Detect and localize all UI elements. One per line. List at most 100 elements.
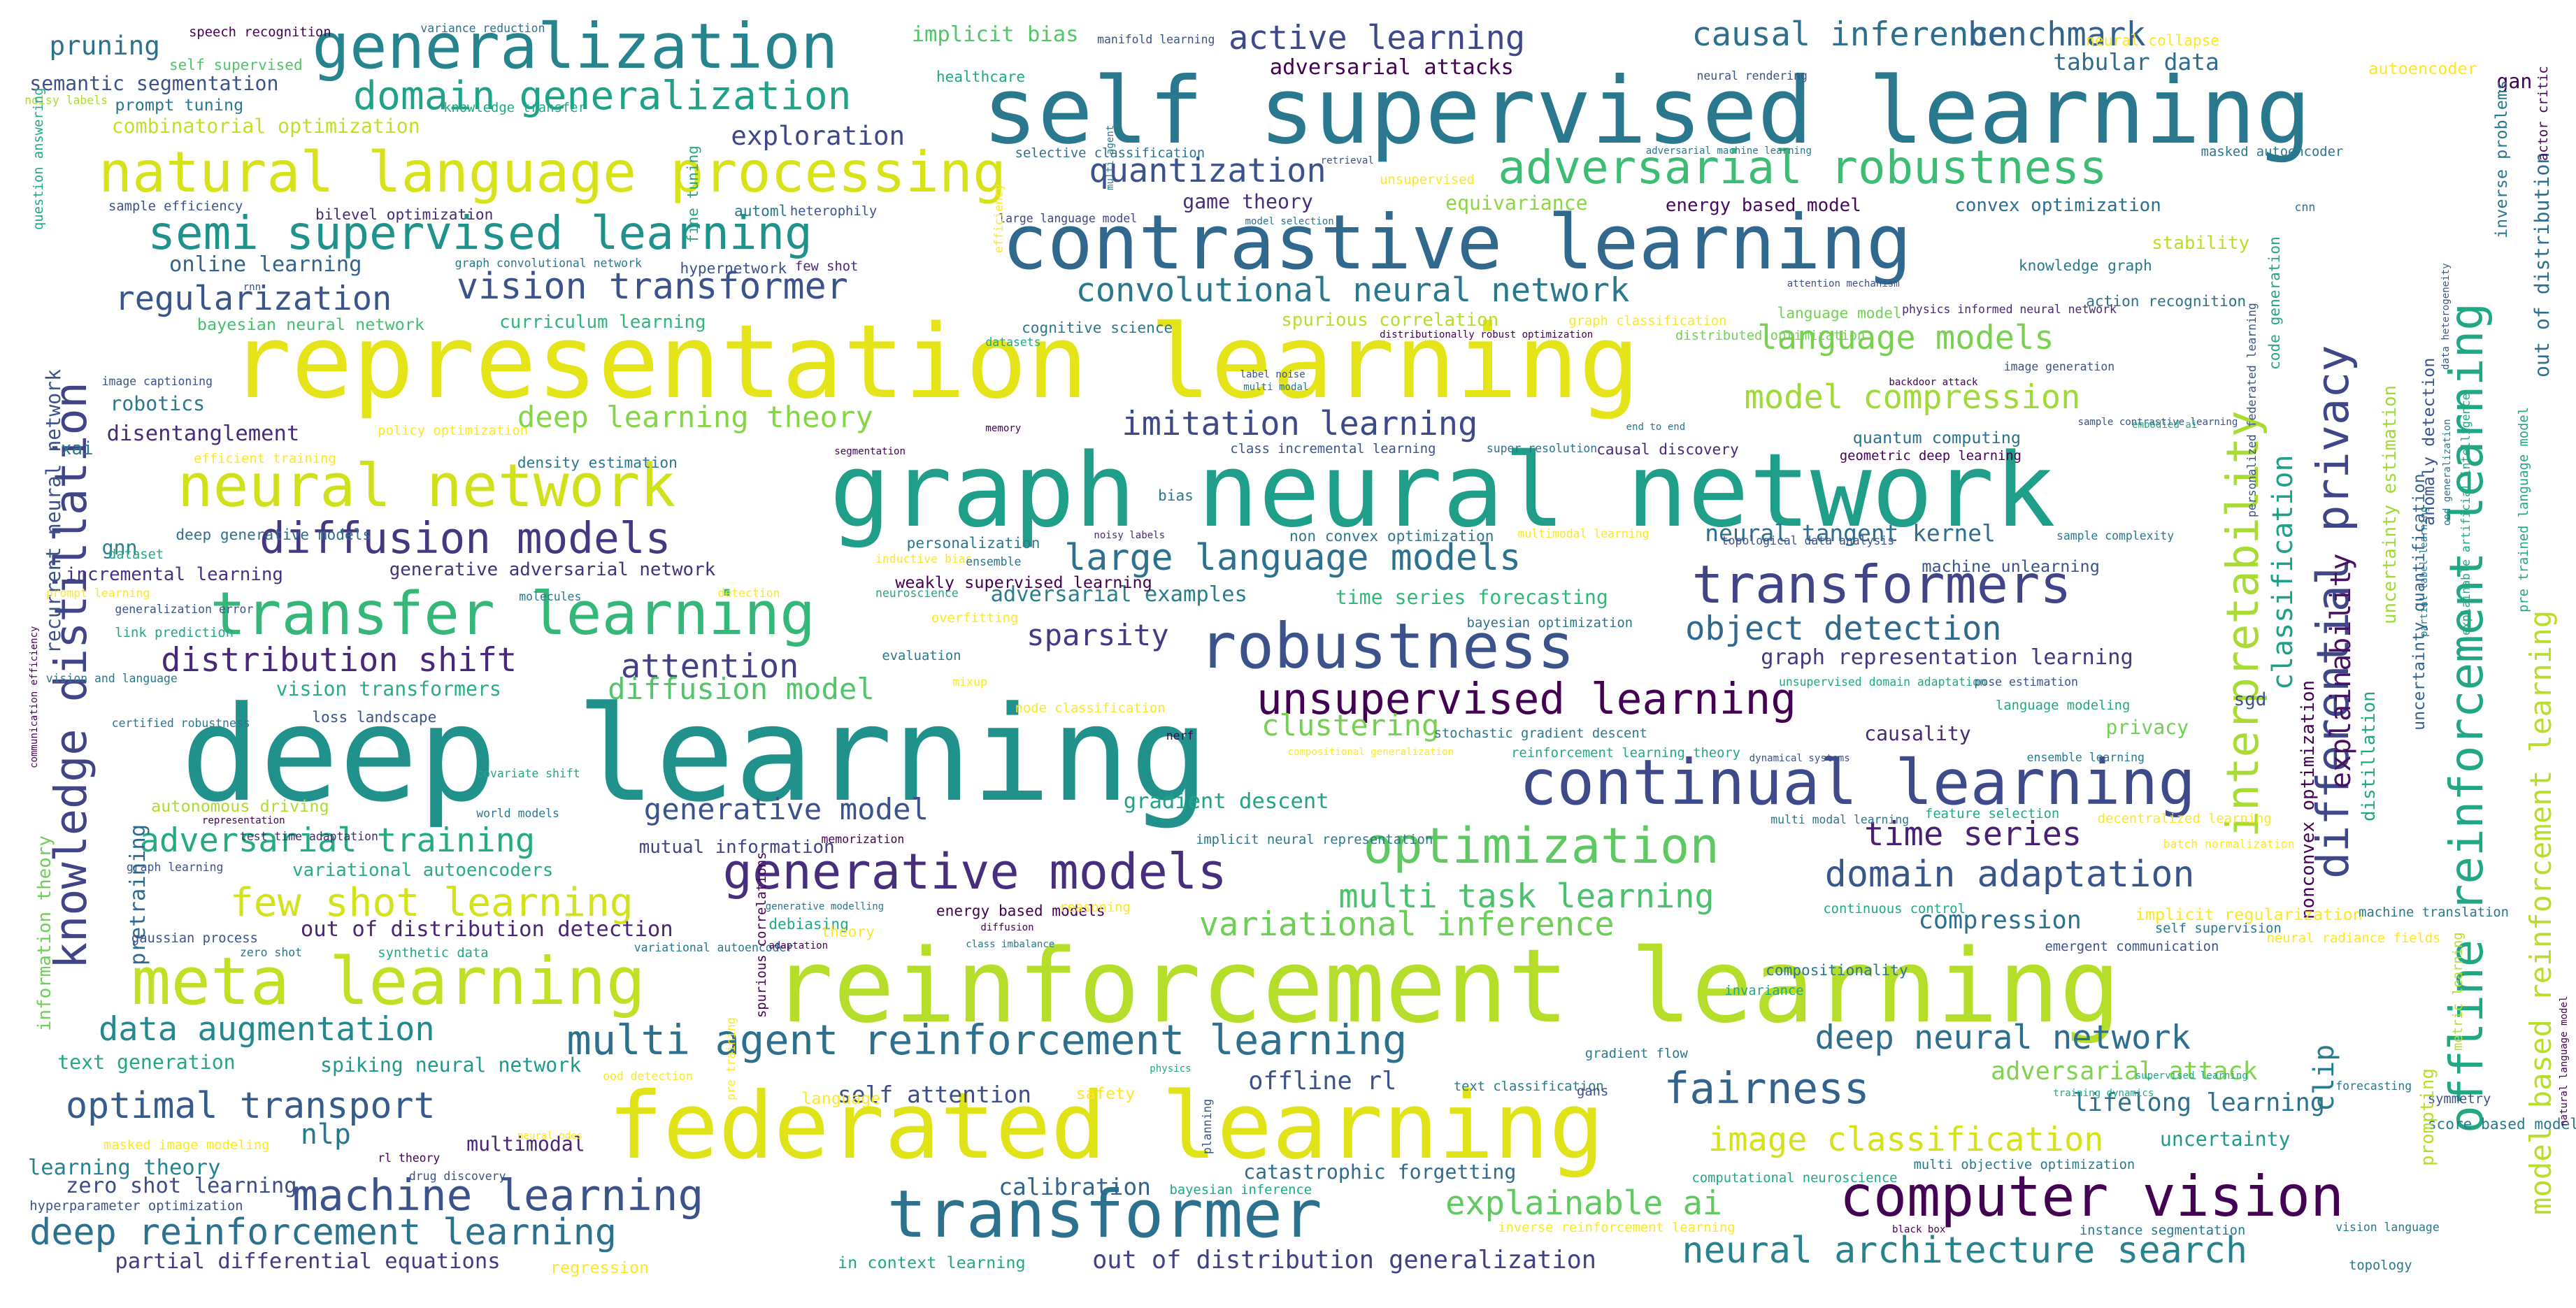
word-variational-autoencoder: variational autoencoder — [634, 941, 794, 955]
word-label-noise: label noise — [1240, 368, 1305, 380]
word-mixup: mixup — [952, 675, 987, 689]
word-disentanglement: disentanglement — [106, 422, 300, 447]
word-masked-image-modeling: masked image modeling — [103, 1138, 270, 1154]
word-image-captioning: image captioning — [101, 374, 213, 388]
word-text-classification: text classification — [1453, 1079, 1604, 1094]
word-gradient-flow: gradient flow — [1584, 1046, 1688, 1061]
word-sgd: sgd — [2233, 689, 2267, 710]
word-deep-neural-network: deep neural network — [1815, 1019, 2191, 1058]
word-overfitting: overfitting — [931, 611, 1019, 626]
word-score-based-models: score based models — [2427, 1115, 2576, 1133]
word-weakly-supervised-learning: weakly supervised learning — [895, 573, 1152, 593]
word-tabular-data: tabular data — [2053, 48, 2219, 76]
word-neural-rendering: neural rendering — [1696, 69, 1808, 82]
word-natural-language-processing: natural language processing — [98, 139, 1007, 205]
word-efficiency: efficiency — [992, 183, 1006, 253]
word-xai: xai — [60, 438, 94, 459]
word-graph-learning: graph learning — [126, 861, 224, 875]
word-uncertainty-estimation: uncertainty estimation — [2380, 385, 2401, 624]
word-deep-reinforcement-learning: deep reinforcement learning — [29, 1212, 617, 1254]
word-information-theory: information theory — [34, 835, 55, 1032]
word-adversarial-machine-learning: adversarial machine learning — [1645, 145, 1812, 157]
word-generalization: generalization — [312, 10, 838, 84]
word-memory: memory — [985, 423, 1022, 435]
word-multimodal: multimodal — [466, 1133, 585, 1156]
word-representation: representation — [201, 815, 285, 827]
word-active-learning: active learning — [1229, 18, 1526, 57]
word-topology: topology — [2349, 1258, 2412, 1273]
word-instance-segmentation: instance segmentation — [2079, 1223, 2246, 1239]
word-test-time-adaptation: test time adaptation — [239, 829, 378, 843]
word-curriculum-learning: curriculum learning — [499, 311, 706, 333]
word-forecasting: forecasting — [2335, 1079, 2412, 1093]
word-model-selection: model selection — [1245, 216, 1334, 228]
word-adversarial-training: adversarial training — [139, 821, 536, 861]
word-unsupervised-domain-adaptation: unsupervised domain adaptation — [1778, 675, 1987, 689]
word-natural-language-model: natural language model — [2558, 996, 2570, 1127]
word-spurious-correlations: spurious correlations — [754, 851, 769, 1019]
word-generative-modelling: generative modelling — [765, 900, 885, 912]
word-debiasing: debiasing — [768, 914, 849, 933]
word-detection: detection — [717, 586, 780, 600]
word-adversarial-robustness: adversarial robustness — [1498, 140, 2108, 194]
word-diffusion-model: diffusion model — [608, 672, 875, 707]
word-multimodal-learning: multimodal learning — [1517, 527, 1650, 541]
word-machine-translation: machine translation — [2359, 905, 2509, 920]
word-domain-adaptation: domain adaptation — [1824, 854, 2195, 896]
word-black-box: black box — [1892, 1224, 1946, 1236]
word-large-language-models: large language models — [1064, 536, 1522, 579]
word-vision-and-language: vision and language — [45, 672, 178, 686]
word-out-of-distribution-detection: out of distribution detection — [300, 917, 673, 942]
word-symmetry: symmetry — [2427, 1092, 2491, 1107]
word-multi-agent-reinforcement-learning: multi agent reinforcement learning — [566, 1015, 1408, 1064]
word-representation-learning: representation learning — [229, 303, 1640, 422]
word-contrastive-learning: contrastive learning — [1001, 199, 1912, 287]
word-datasets: datasets — [985, 335, 1041, 349]
word-node-classification: node classification — [1015, 701, 1166, 717]
word-time-series: time series — [1864, 814, 2082, 854]
word-spurious-correlation: spurious correlation — [1281, 310, 1499, 331]
word-neural-collapse: neural collapse — [2086, 31, 2219, 49]
word-calibration: calibration — [999, 1172, 1151, 1200]
word-cnn: cnn — [2294, 200, 2316, 214]
word-inverse-reinforcement-learning: inverse reinforcement learning — [1498, 1220, 1736, 1235]
word-sample-contrastive-learning: sample contrastive learning — [2077, 416, 2238, 428]
word-bayesian-inference: bayesian inference — [1169, 1182, 1312, 1198]
word-ensemble: ensemble — [966, 555, 1022, 569]
word-metric-learning: metric learning — [2451, 932, 2466, 1051]
word-personalization: personalization — [906, 533, 1040, 552]
word-variational-inference: variational inference — [1198, 905, 1615, 944]
word-personalized-federated-learning: personalized federated learning — [2245, 303, 2259, 517]
word-batch-normalization: batch normalization — [2163, 838, 2295, 851]
word-unsupervised-learning: unsupervised learning — [1256, 675, 1797, 725]
word-online-learning: online learning — [169, 252, 362, 278]
word-deep-learning-theory: deep learning theory — [517, 399, 873, 434]
word-image-generation: image generation — [2003, 359, 2115, 373]
word-neural-network: neural network — [177, 452, 676, 521]
word-recurrent-neural-network: recurrent neural network — [42, 368, 66, 654]
word-class-incremental-learning: class incremental learning — [1230, 442, 1436, 457]
word-speech-recognition: speech recognition — [189, 24, 331, 40]
word-noisy-labels: noisy labels — [24, 94, 108, 108]
word-geometric-deep-learning: geometric deep learning — [1839, 448, 2022, 463]
word-end-to-end: end to end — [1626, 421, 1686, 433]
word-autonomous-driving: autonomous driving — [151, 796, 329, 816]
word-benchmark: benchmark — [1968, 15, 2146, 54]
word-continuous-control: continuous control — [1823, 901, 1966, 917]
word-deep-learning: deep learning — [180, 678, 1210, 831]
word-dynamical-systems: dynamical systems — [1749, 753, 1850, 765]
word-energy-based-models: energy based models — [936, 901, 1105, 919]
word-inverse-problems: inverse problems — [2491, 80, 2511, 238]
word-link-prediction: link prediction — [115, 626, 234, 641]
word-robustness: robustness — [1198, 610, 1575, 683]
word-sparsity: sparsity — [1026, 617, 1169, 652]
word-imitation-learning: imitation learning — [1122, 404, 1478, 443]
word-language: language — [801, 1088, 881, 1108]
word-synthetic-data: synthetic data — [378, 946, 489, 961]
word-supervised-learning: supervised learning — [2135, 1070, 2248, 1081]
word-anomaly-detection: anomaly detection — [2419, 357, 2439, 526]
word-rl-theory: rl theory — [378, 1151, 441, 1165]
word-inductive-bias: inductive bias — [875, 552, 973, 566]
word-robotics: robotics — [110, 391, 206, 415]
word-time-series-forecasting: time series forecasting — [1335, 585, 1608, 609]
